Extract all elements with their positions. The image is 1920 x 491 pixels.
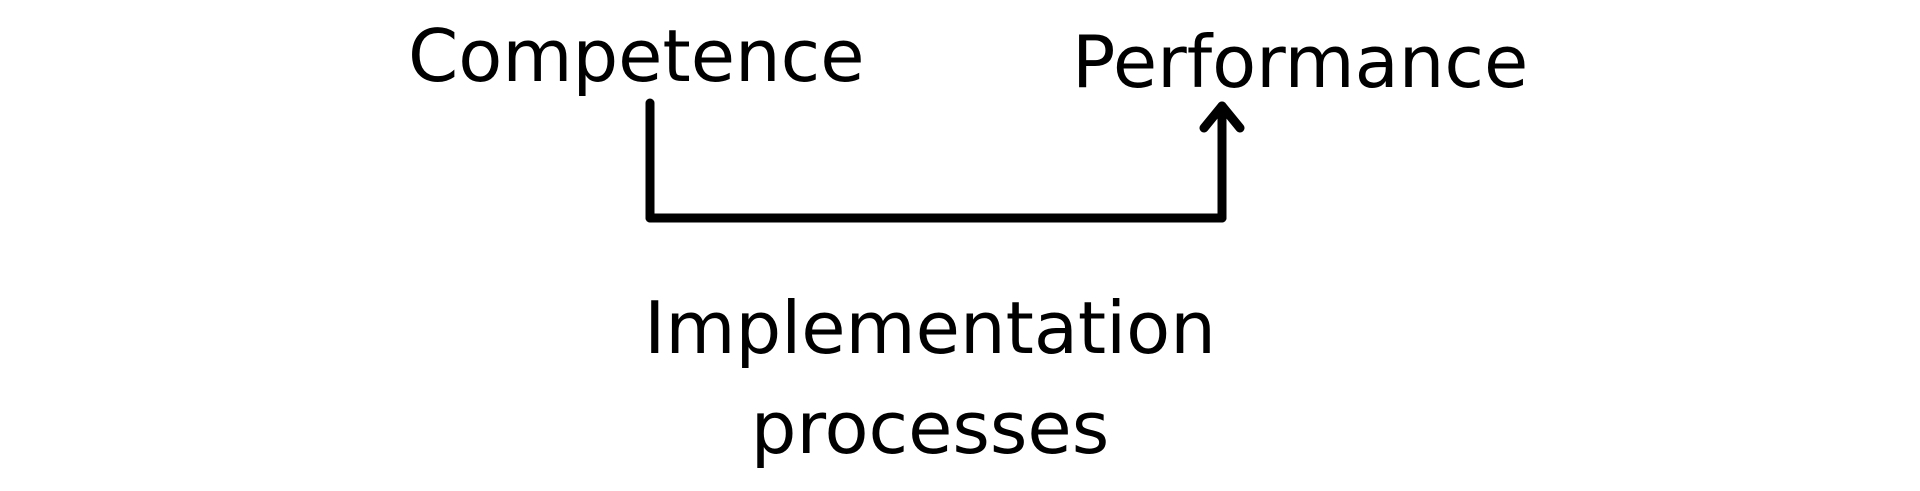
connector-label: Implementation processes xyxy=(620,278,1240,478)
node-competence-label: Competence xyxy=(408,14,865,98)
node-performance-label: Performance xyxy=(1072,20,1529,104)
arrowhead-icon xyxy=(1199,101,1245,133)
connector-label-line1: Implementation xyxy=(644,286,1216,370)
connector-label-line2: processes xyxy=(750,386,1110,470)
